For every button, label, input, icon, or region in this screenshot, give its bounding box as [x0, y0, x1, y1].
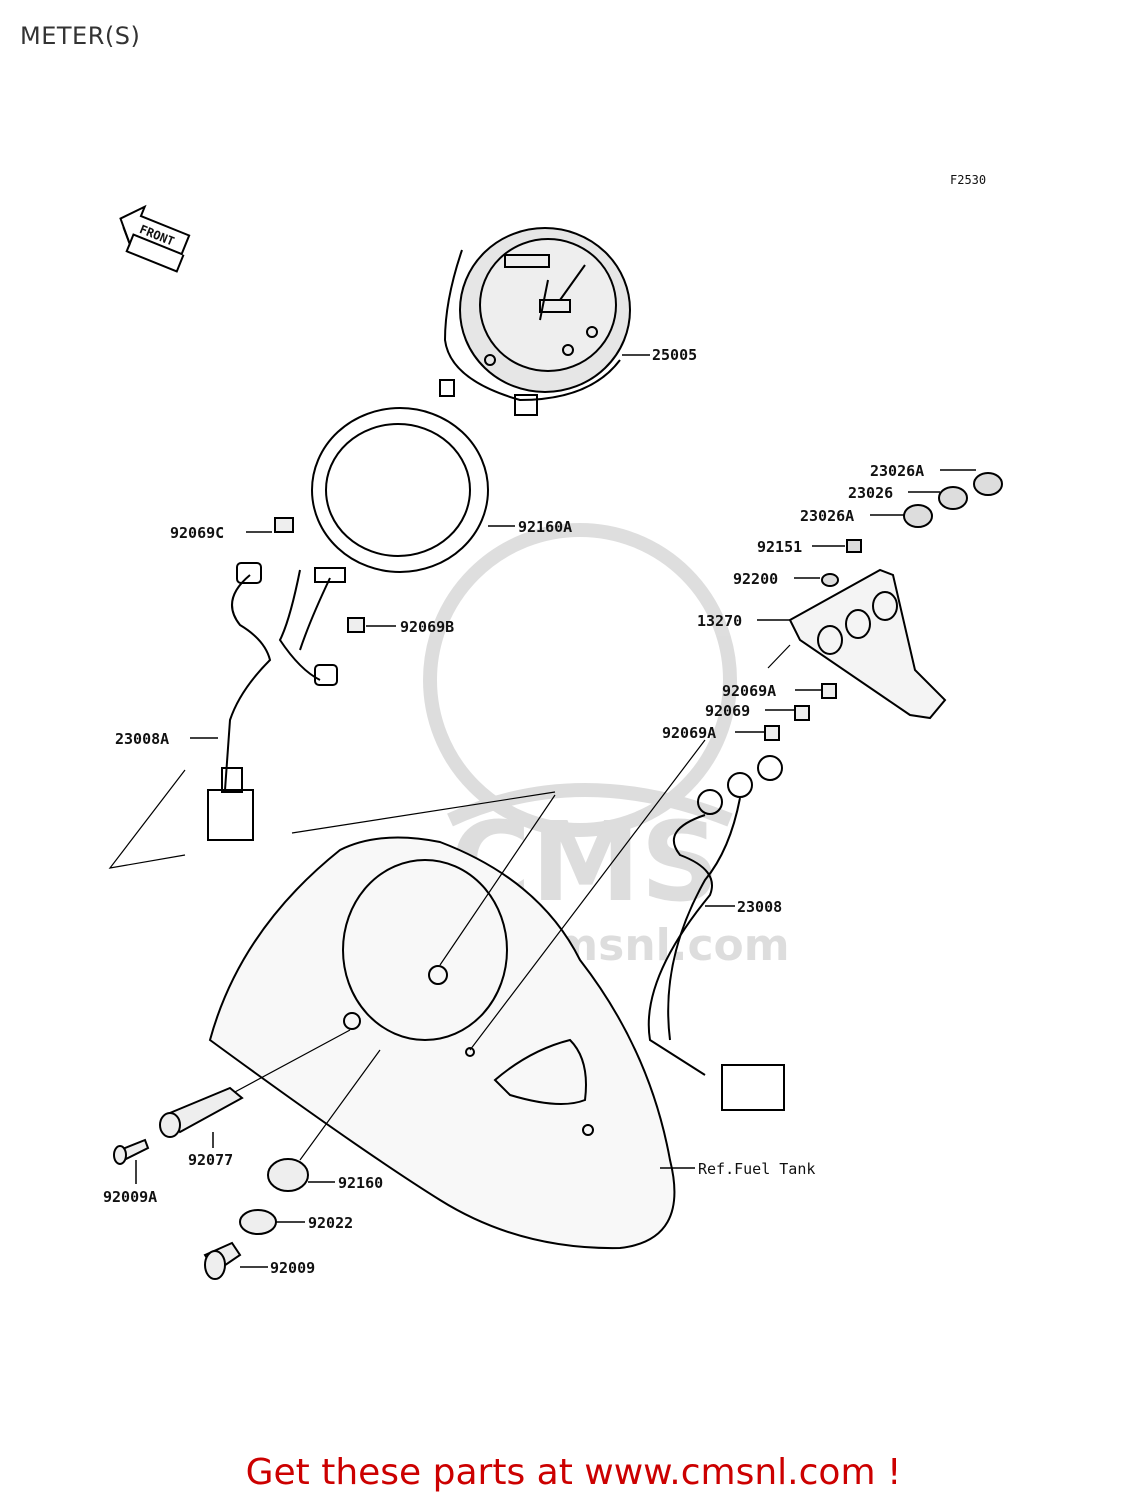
- figure-id: F2530: [950, 173, 986, 187]
- label-92077: 92077: [188, 1151, 233, 1169]
- front-arrow-icon: FRONT: [119, 204, 191, 273]
- fasteners: [113, 1086, 309, 1280]
- label-92069B: 92069B: [400, 618, 454, 636]
- label-23008: 23008: [737, 898, 782, 916]
- right-wiring-harness: [647, 683, 837, 1111]
- label-ref-fuel-tank: Ref.Fuel Tank: [698, 1160, 815, 1178]
- label-23008A: 23008A: [115, 730, 169, 748]
- label-25005: 25005: [652, 346, 697, 364]
- label-23026: 23026: [848, 484, 893, 502]
- leader-lines-left: [108, 769, 556, 869]
- label-92009A: 92009A: [103, 1188, 157, 1206]
- label-92160: 92160: [338, 1174, 383, 1192]
- meter-gasket: [311, 407, 489, 573]
- label-92069C: 92069C: [170, 524, 224, 542]
- tank-cover: [208, 836, 676, 1250]
- indicator-lamp-covers: [821, 472, 1003, 587]
- label-92009: 92009: [270, 1259, 315, 1277]
- label-13270: 13270: [697, 612, 742, 630]
- left-wiring-harness: [207, 517, 365, 841]
- label-23026A-bottom: 23026A: [800, 507, 854, 525]
- leader-lines-center: [219, 739, 706, 1161]
- footer-link[interactable]: Get these parts at www.cmsnl.com !: [245, 1452, 902, 1493]
- label-92200: 92200: [733, 570, 778, 588]
- label-92151: 92151: [757, 538, 802, 556]
- label-92069A-bottom: 92069A: [662, 724, 716, 742]
- label-23026A-top: 23026A: [870, 462, 924, 480]
- leader-13270: [767, 644, 791, 669]
- label-92069: 92069: [705, 702, 750, 720]
- label-92022: 92022: [308, 1214, 353, 1232]
- meter-assembly: [439, 227, 631, 416]
- page-title: METER(S): [20, 22, 141, 50]
- label-92160A: 92160A: [518, 518, 572, 536]
- label-92069A-top: 92069A: [722, 682, 776, 700]
- meter-bracket: [788, 568, 947, 720]
